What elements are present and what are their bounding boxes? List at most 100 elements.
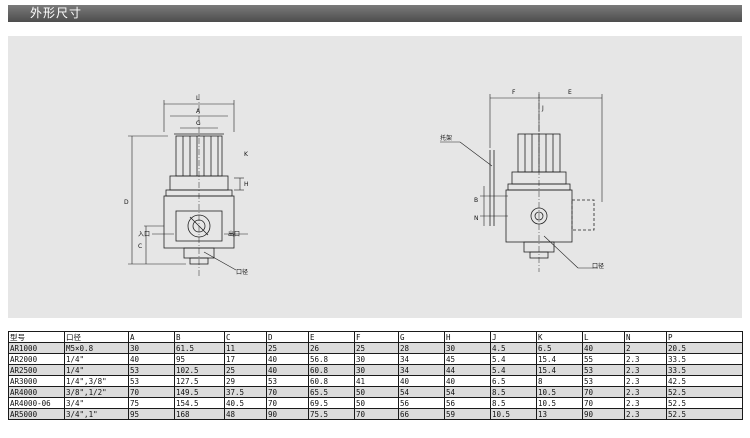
- table-cell: 5.4: [490, 353, 537, 365]
- table-header-cell: P: [666, 331, 743, 343]
- table-cell: 48: [224, 408, 267, 420]
- table-cell: AR3000: [8, 375, 65, 387]
- table-cell: 56.8: [308, 353, 355, 365]
- table-cell: 33.5: [666, 364, 743, 376]
- table-cell: 40: [398, 375, 445, 387]
- table-cell: 11: [224, 342, 267, 354]
- dim-label-C: C: [138, 243, 142, 250]
- dim-label-N: N: [474, 215, 479, 222]
- dimension-drawing: L A G K D C H 入口 出口 口径: [124, 89, 604, 276]
- dim-label-G: G: [196, 120, 201, 127]
- table-cell: 56: [444, 397, 491, 409]
- table-cell: 56: [398, 397, 445, 409]
- table-cell: 154.5: [174, 397, 225, 409]
- table-cell: M5×0.8: [64, 342, 129, 354]
- table-cell: 149.5: [174, 386, 225, 398]
- table-cell: 70: [582, 397, 625, 409]
- right-view: F E J B N 托架 口径: [440, 89, 604, 272]
- table-cell: 8.5: [490, 386, 537, 398]
- table-cell: 1/4",3/8": [64, 375, 129, 387]
- table-cell: 52.5: [666, 397, 743, 409]
- table-cell: 50: [354, 386, 399, 398]
- table-header-cell: J: [490, 331, 537, 343]
- table-cell: 59: [444, 408, 491, 420]
- table-cell: 8: [536, 375, 583, 387]
- table-cell: 70: [266, 397, 309, 409]
- table-cell: 168: [174, 408, 225, 420]
- table-cell: 52.5: [666, 386, 743, 398]
- table-header-cell: H: [444, 331, 491, 343]
- table-cell: AR2500: [8, 364, 65, 376]
- table-cell: 33.5: [666, 353, 743, 365]
- table-cell: AR4000-06: [8, 397, 65, 409]
- table-cell: 90: [266, 408, 309, 420]
- table-cell: 30: [444, 342, 491, 354]
- table-cell: 25: [224, 364, 267, 376]
- table-cell: 1/4": [64, 364, 129, 376]
- table-cell: 4.5: [490, 342, 537, 354]
- table-cell: 44: [444, 364, 491, 376]
- table-cell: 13: [536, 408, 583, 420]
- table-cell: 52.5: [666, 408, 743, 420]
- table-cell: 30: [354, 353, 399, 365]
- table-cell: 20.5: [666, 342, 743, 354]
- table-cell: 15.4: [536, 364, 583, 376]
- table-cell: 70: [582, 386, 625, 398]
- table-cell: 6.5: [536, 342, 583, 354]
- table-cell: 54: [444, 386, 491, 398]
- dim-label-D: D: [124, 199, 129, 206]
- table-header-cell: L: [582, 331, 625, 343]
- table-cell: 25: [354, 342, 399, 354]
- table-header-cell: N: [624, 331, 667, 343]
- table-cell: 69.5: [308, 397, 355, 409]
- table-cell: 54: [398, 386, 445, 398]
- table-cell: 95: [128, 408, 175, 420]
- table-cell: 2.3: [624, 353, 667, 365]
- table-cell: AR4000: [8, 386, 65, 398]
- left-port-size-label: 口径: [236, 268, 248, 276]
- table-cell: 2.3: [624, 397, 667, 409]
- table-header-cell: F: [354, 331, 399, 343]
- table-cell: 2: [624, 342, 667, 354]
- table-cell: 40.5: [224, 397, 267, 409]
- table-cell: 50: [354, 397, 399, 409]
- table-cell: 34: [398, 364, 445, 376]
- table-cell: 41: [354, 375, 399, 387]
- table-cell: 61.5: [174, 342, 225, 354]
- table-cell: 66: [398, 408, 445, 420]
- table-cell: 53: [582, 375, 625, 387]
- table-cell: AR5000: [8, 408, 65, 420]
- table-cell: 40: [266, 364, 309, 376]
- table-cell: 53: [128, 364, 175, 376]
- table-header-cell: G: [398, 331, 445, 343]
- table-cell: 127.5: [174, 375, 225, 387]
- table-cell: 70: [266, 386, 309, 398]
- table-cell: 60.8: [308, 375, 355, 387]
- table-cell: 75.5: [308, 408, 355, 420]
- left-view: L A G K D C H 入口 出口 口径: [124, 94, 249, 276]
- table-cell: 15.4: [536, 353, 583, 365]
- dim-label-L: L: [196, 95, 200, 102]
- table-cell: 2.3: [624, 386, 667, 398]
- inlet-label: 入口: [138, 231, 150, 238]
- table-cell: 30: [354, 364, 399, 376]
- table-cell: 25: [266, 342, 309, 354]
- table-cell: 5.4: [490, 364, 537, 376]
- table-cell: 40: [582, 342, 625, 354]
- table-cell: AR1000: [8, 342, 65, 354]
- table-header-cell: 口径: [64, 331, 129, 343]
- table-cell: 3/4",1": [64, 408, 129, 420]
- table-cell: 53: [128, 375, 175, 387]
- outlet-label: 出口: [228, 230, 240, 238]
- table-cell: 90: [582, 408, 625, 420]
- table-cell: 26: [308, 342, 355, 354]
- dim-label-F: F: [512, 89, 516, 96]
